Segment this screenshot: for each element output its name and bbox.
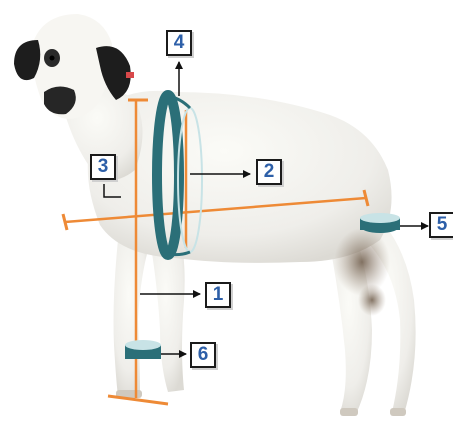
- label-1: 1: [205, 282, 231, 308]
- label-6: 6: [190, 342, 216, 368]
- label-2: 2: [256, 159, 282, 185]
- label-5: 5: [429, 212, 453, 238]
- cannon-band-front: [125, 340, 161, 359]
- label-4: 4: [166, 30, 192, 56]
- cannon-band-hind: [360, 213, 400, 233]
- lamb-body: [60, 85, 416, 416]
- label-3: 3: [90, 154, 116, 180]
- body-length-left-cap: [63, 214, 67, 230]
